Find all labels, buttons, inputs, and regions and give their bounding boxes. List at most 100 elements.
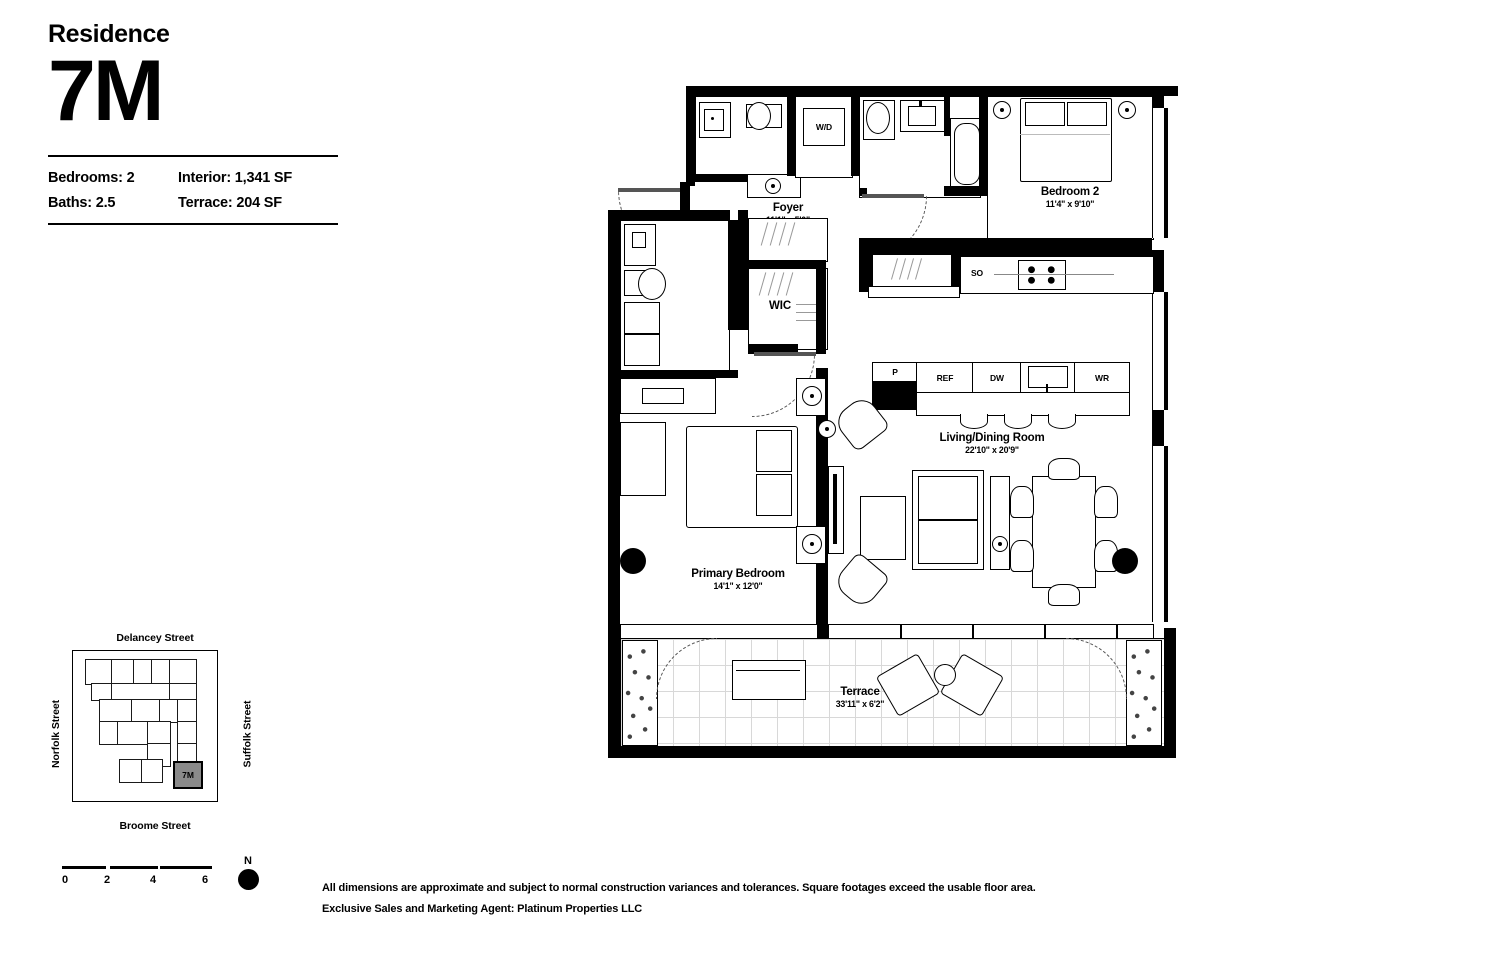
- terrace-sofa-back: [736, 670, 800, 672]
- compass-needle-icon: [253, 885, 263, 902]
- dining-chair: [1048, 584, 1080, 606]
- room-label-bedroom-2: Bedroom 2 11'4" x 9'10": [1005, 186, 1135, 209]
- wall: [738, 210, 748, 330]
- scale-tick-0: 0: [62, 874, 69, 886]
- spec-list: Bedrooms: 2 Baths: 2.5 Interior: 1,341 S…: [48, 157, 338, 223]
- divider-top: [48, 154, 338, 157]
- tag-pantry: P: [872, 362, 918, 382]
- tag-washer-dryer: W/D: [803, 108, 845, 146]
- scale-segment: [62, 866, 106, 869]
- primary-pillow: [756, 430, 792, 472]
- dining-chair: [1048, 458, 1080, 480]
- floor-plan: W/D Foyer 11'1" x 5'0" Bedroom 2 11'4" x…: [600, 78, 1180, 758]
- tag-oven: SO: [970, 268, 984, 278]
- tag-refrigerator: REF: [916, 362, 974, 394]
- bath2-sink-basin: [908, 106, 936, 126]
- keymap-unit-7m[interactable]: 7M: [173, 761, 203, 789]
- wall: [859, 238, 1152, 250]
- scale-tick-2: 2: [104, 874, 111, 886]
- spec-baths: Baths: 2.5: [48, 194, 116, 211]
- primary-toilet-icon: [638, 268, 666, 300]
- room-dim-bedroom-2: 11'4" x 9'10": [1045, 199, 1095, 209]
- primary-dresser-top: [642, 388, 684, 404]
- north-label: N: [244, 855, 252, 867]
- wall: [944, 96, 950, 136]
- wall: [608, 210, 730, 220]
- floor-lamp-icon: [818, 420, 836, 438]
- wall: [728, 220, 738, 330]
- keymap-block: [117, 721, 149, 745]
- kitchen-counter-left: [868, 286, 960, 298]
- wall-exterior-left: [608, 210, 620, 628]
- keymap-block: [177, 699, 197, 723]
- wall: [816, 268, 826, 354]
- tag-walk-in-closet: WIC: [768, 300, 792, 312]
- primary-seating-bench: [620, 422, 666, 496]
- island-counter: [916, 392, 1130, 416]
- wall-terrace-left: [608, 628, 620, 758]
- dining-table: [1032, 476, 1096, 588]
- keymap-block: [169, 659, 197, 685]
- scale-tick-4: 4: [150, 874, 157, 886]
- disclaimer-line-1: All dimensions are approximate and subje…: [322, 882, 1036, 894]
- bar-stool: [1004, 414, 1032, 429]
- primary-pillow: [756, 474, 792, 516]
- room-name-living-dining: Living/Dining Room: [939, 432, 1045, 444]
- room-walk-in-closet: [748, 268, 828, 350]
- wall: [1152, 250, 1164, 292]
- room-name-terrace: Terrace: [840, 686, 880, 698]
- media-panel-slot: [833, 474, 837, 544]
- residence-label: Residence: [48, 20, 170, 48]
- sofa-cushion: [918, 476, 978, 520]
- keymap-street-broome: Broome Street: [119, 820, 191, 832]
- wall: [944, 186, 980, 196]
- wall: [748, 344, 798, 354]
- bath2-toilet-icon: [866, 102, 890, 134]
- wall: [620, 370, 738, 378]
- closet-rod-icon: [796, 300, 826, 330]
- terrace-sofa: [732, 660, 806, 700]
- terrace-planter-left: [622, 640, 658, 746]
- keymap-street-suffolk: Suffolk Street: [241, 700, 254, 768]
- wall: [851, 96, 859, 176]
- disclaimer-line-2: Exclusive Sales and Marketing Agent: Pla…: [322, 903, 643, 916]
- kitchen-cabinet-lines: [890, 258, 934, 282]
- living-accent-chair: [831, 551, 891, 611]
- room-dim-living-dining: 22'10" x 20'9": [965, 445, 1019, 455]
- tag-dishwasher: DW: [972, 362, 1022, 394]
- keymap-block: [147, 721, 171, 745]
- slider-mullion: [1044, 624, 1046, 638]
- primary-vanity-2: [624, 334, 660, 366]
- slider-mullion: [1116, 624, 1118, 638]
- console-lamp-icon: [992, 536, 1008, 552]
- bedroom2-pillow: [1067, 102, 1107, 126]
- room-name-primary-bedroom: Primary Bedroom: [691, 568, 785, 580]
- room-name-foyer: Foyer: [772, 202, 804, 214]
- cooktop-icon: [1018, 260, 1066, 290]
- bedroom2-pillow: [1025, 102, 1065, 126]
- bath2-tub-basin: [954, 123, 980, 185]
- wall: [680, 182, 690, 218]
- bedroom2-sconce-icon: [993, 101, 1011, 119]
- island-faucet-icon: [1046, 384, 1048, 393]
- living-console: [990, 476, 1010, 570]
- nightstand-lamp-icon: [802, 386, 822, 406]
- wall-terrace-front: [608, 746, 1176, 758]
- keymap-block: [85, 659, 113, 685]
- slider-mullion: [972, 624, 974, 638]
- scale-segment: [160, 866, 212, 869]
- room-label-terrace: Terrace 33'11" x 6'2": [790, 686, 930, 709]
- wall: [979, 96, 987, 196]
- nightstand-lamp-icon: [802, 534, 822, 554]
- scale-line: [62, 862, 212, 874]
- keymap-block: [159, 699, 179, 723]
- closet-rod-icon: [758, 272, 802, 298]
- dining-chair: [1094, 486, 1118, 518]
- keymap-block: [131, 699, 161, 723]
- primary-vanity-1: [624, 302, 660, 334]
- keymap-block: [141, 759, 163, 783]
- tag-wine-refrigerator: WR: [1074, 362, 1130, 394]
- wall: [695, 174, 747, 182]
- unit-number: 7M: [48, 43, 164, 139]
- wall: [686, 86, 695, 186]
